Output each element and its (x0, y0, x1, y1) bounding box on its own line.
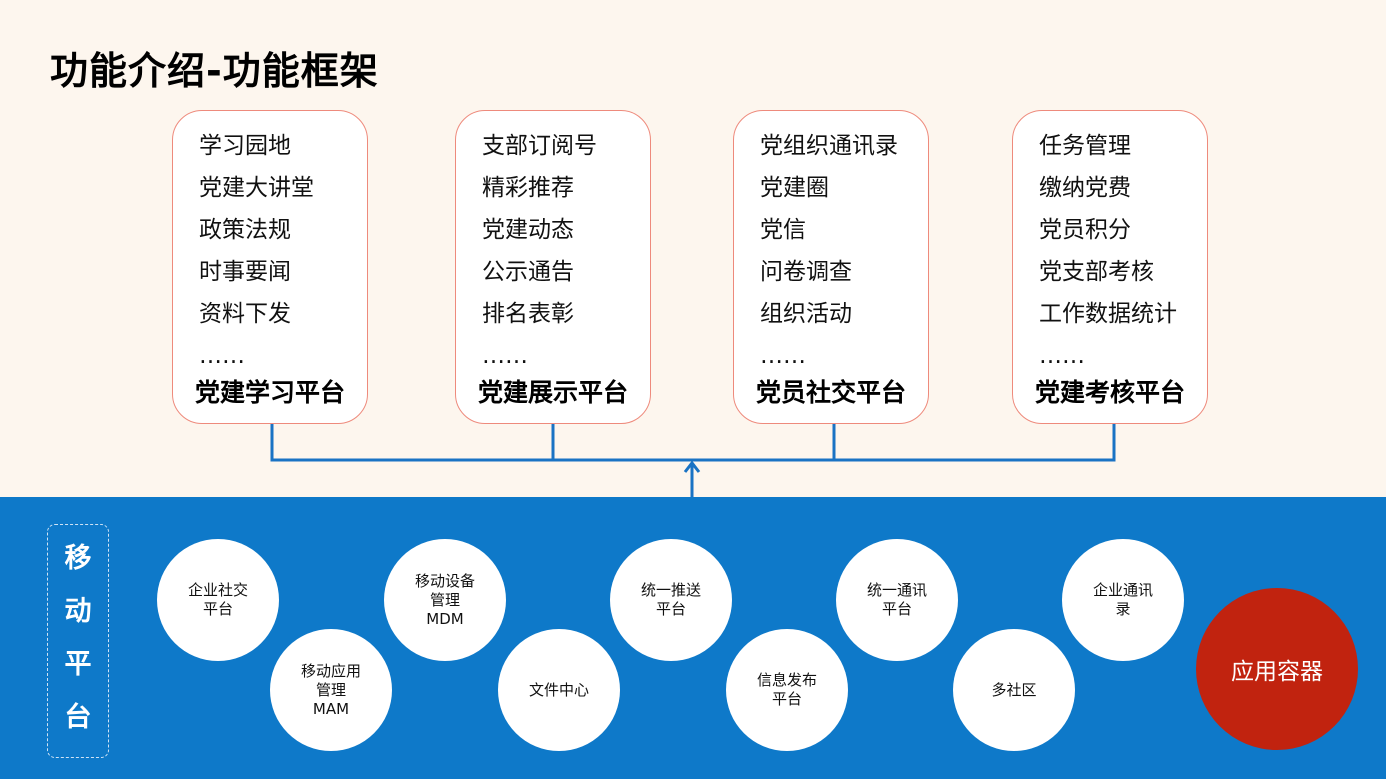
circle-line: MDM (426, 609, 464, 628)
circle-line: 统一通讯 (866, 581, 927, 599)
circle-line: 移动设备 (414, 571, 475, 590)
platform-title: 党员社交平台 (755, 378, 906, 407)
mobile-platform-char: 台 (64, 702, 92, 733)
circle-line: 企业社交 (187, 581, 248, 599)
capability-circle-directory: 企业通讯录 (1062, 539, 1184, 661)
platform-item: 党建大讲堂 (199, 175, 314, 201)
circle-line: 录 (1115, 600, 1131, 618)
platform-item: 公示通告 (482, 259, 574, 285)
platform-item: 党组织通讯录 (760, 133, 898, 159)
capability-circle-publish: 信息发布平台 (726, 629, 848, 751)
platform-item: 党员积分 (1039, 217, 1131, 243)
platform-title: 党建学习平台 (194, 378, 345, 407)
circle-line: 管理 (429, 590, 460, 609)
mobile-platform-char: 移 (64, 543, 92, 574)
capability-circle-push: 统一推送平台 (610, 539, 732, 661)
circle-line: 平台 (881, 600, 912, 618)
platform-item: 党建圈 (760, 175, 829, 201)
platform-title: 党建展示平台 (477, 378, 628, 407)
platform-item: …… (760, 343, 806, 369)
platform-item: 组织活动 (760, 301, 852, 327)
platform-item: 党建动态 (482, 217, 574, 243)
capability-circle-file-center: 文件中心 (498, 629, 620, 751)
platform-item: 缴纳党费 (1039, 175, 1131, 201)
platform-item: …… (482, 343, 528, 369)
platform-item: 排名表彰 (482, 301, 574, 327)
platform-item: …… (1039, 343, 1085, 369)
platform-title: 党建考核平台 (1034, 378, 1185, 407)
platform-box-display: 支部订阅号 精彩推荐 党建动态 公示通告 排名表彰 …… 党建展示平台 (455, 110, 651, 424)
circle-line: MAM (312, 699, 350, 718)
platform-item-list: 党组织通讯录 党建圈 党信 问卷调查 组织活动 …… (760, 125, 898, 377)
circle-line: 企业通讯 (1092, 581, 1153, 599)
capability-circle-multi-community: 多社区 (953, 629, 1075, 751)
platform-item: 支部订阅号 (482, 133, 597, 159)
circle-line: 文件中心 (528, 680, 589, 699)
platform-item-list: 学习园地 党建大讲堂 政策法规 时事要闻 资料下发 …… (199, 125, 314, 377)
platform-box-learning: 学习园地 党建大讲堂 政策法规 时事要闻 资料下发 …… 党建学习平台 (172, 110, 368, 424)
circle-line: 信息发布 (756, 671, 817, 689)
platform-item: 精彩推荐 (482, 175, 574, 201)
app-container-circle: 应用容器 (1196, 588, 1358, 750)
circle-line: 管理 (315, 680, 346, 699)
circle-line: 移动应用 (300, 661, 361, 680)
platform-item: 政策法规 (199, 217, 291, 243)
platform-item: 工作数据统计 (1039, 301, 1177, 327)
platform-item: …… (199, 343, 245, 369)
circle-line: 多社区 (991, 680, 1037, 699)
platform-item: 资料下发 (199, 301, 291, 327)
capability-circle-unified-comm: 统一通讯平台 (836, 539, 958, 661)
platform-item: 学习园地 (199, 133, 291, 159)
platform-item: 党支部考核 (1039, 259, 1154, 285)
capability-circle-enterprise-social: 企业社交平台 (157, 539, 279, 661)
platform-item-list: 支部订阅号 精彩推荐 党建动态 公示通告 排名表彰 …… (482, 125, 597, 377)
platform-box-assessment: 任务管理 缴纳党费 党员积分 党支部考核 工作数据统计 …… 党建考核平台 (1012, 110, 1208, 424)
platform-box-social: 党组织通讯录 党建圈 党信 问卷调查 组织活动 …… 党员社交平台 (733, 110, 929, 424)
platform-item: 任务管理 (1039, 133, 1131, 159)
circle-line: 平台 (655, 600, 686, 618)
circle-line: 平台 (202, 600, 233, 618)
mobile-platform-label: 移 动 平 台 (47, 524, 109, 758)
app-container-label: 应用容器 (1231, 659, 1323, 685)
mobile-platform-char: 动 (64, 596, 92, 627)
circle-line: 平台 (771, 690, 802, 708)
platform-item: 党信 (760, 217, 806, 243)
platform-item: 问卷调查 (760, 259, 852, 285)
circle-line: 统一推送 (640, 581, 701, 599)
page-title: 功能介绍-功能框架 (50, 49, 379, 93)
platform-item: 时事要闻 (199, 259, 291, 285)
mobile-platform-char: 平 (64, 649, 92, 680)
platform-item-list: 任务管理 缴纳党费 党员积分 党支部考核 工作数据统计 …… (1039, 125, 1177, 377)
